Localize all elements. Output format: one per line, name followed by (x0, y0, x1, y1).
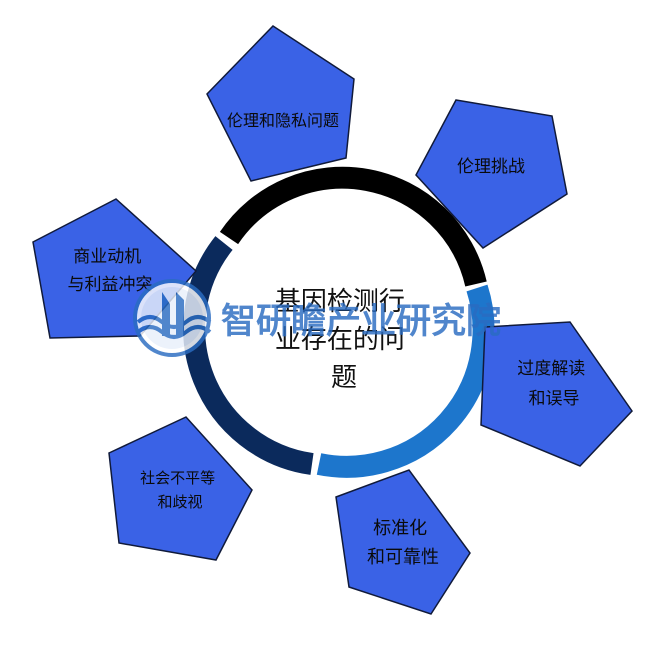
issue-label: 伦理和隐私问题 (227, 111, 339, 130)
pentagon-shape (335, 469, 471, 615)
issue-label: 标准化 和可靠性 (367, 518, 439, 568)
ring-segment-right (316, 284, 495, 478)
watermark: 智研瞻产业研究院 (133, 279, 501, 357)
watermark-text: 智研瞻产业研究院 (221, 302, 501, 342)
issue-misinterpretation: 过度解读 和误导 (480, 321, 633, 467)
issue-standardization: 标准化 和可靠性 (335, 469, 471, 615)
issue-label: 社会不平等 和歧视 (140, 469, 220, 511)
issue-ethical-challenges: 伦理挑战 (415, 99, 568, 249)
ring-segment-left (183, 236, 314, 475)
pentagon-shape (415, 99, 568, 249)
issue-label: 伦理挑战 (457, 157, 525, 177)
center-title: 基因检测行 业存在的问 题 (275, 287, 413, 393)
ring-segment-top (219, 166, 487, 287)
pentagon-shape (206, 25, 355, 182)
issue-inequality: 社会不平等 和歧视 (108, 416, 253, 561)
center-ring (183, 166, 495, 478)
issue-label: 过度解读 和误导 (517, 359, 590, 409)
pentagon-shape (108, 416, 253, 561)
issue-ethics-privacy: 伦理和隐私问题 (206, 25, 355, 182)
watermark-logo-icon (133, 279, 212, 357)
issue-label: 商业动机 与利益冲突 (68, 247, 153, 295)
pentagon-shape (480, 321, 633, 467)
